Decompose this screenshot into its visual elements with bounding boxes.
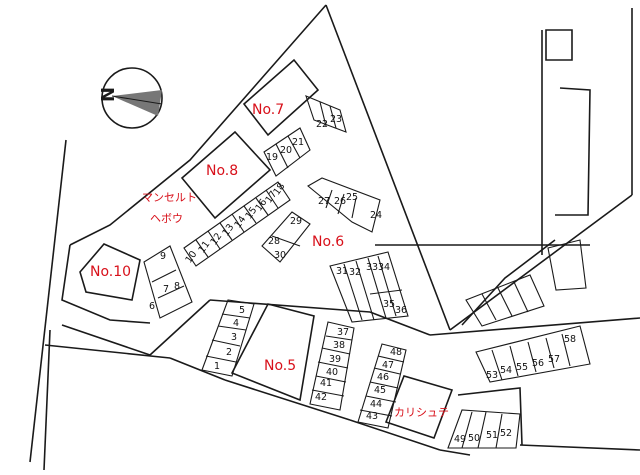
stall-19: 19 xyxy=(266,152,278,163)
stall-24: 24 xyxy=(370,210,382,221)
stall-47: 47 xyxy=(382,360,394,371)
stall-46: 46 xyxy=(377,372,389,383)
stall-48: 48 xyxy=(390,347,402,358)
building-karishute xyxy=(384,375,454,440)
compass-letter: N xyxy=(96,87,117,102)
stall-45: 45 xyxy=(374,385,386,396)
stall-40: 40 xyxy=(326,367,338,378)
stall-3: 3 xyxy=(231,332,237,343)
stall-6: 6 xyxy=(149,301,155,312)
stall-37: 37 xyxy=(337,327,349,338)
north-arrow-icon xyxy=(112,90,162,116)
stall-20: 20 xyxy=(280,145,292,156)
stall-56: 56 xyxy=(532,358,544,369)
building-no10 xyxy=(79,243,141,301)
stall-57: 57 xyxy=(548,354,560,365)
stall-51: 51 xyxy=(486,430,498,441)
label-karishute: カリシュテ xyxy=(394,406,449,419)
stall-numbers: 1 2 3 4 5 6 7 8 9 10 11 12 13 14 15 16 1… xyxy=(149,114,576,445)
stall-52: 52 xyxy=(500,428,512,439)
stall-31: 31 xyxy=(336,266,348,277)
stall-32: 32 xyxy=(349,267,361,278)
stall-41: 41 xyxy=(320,378,332,389)
compass: N xyxy=(96,67,163,129)
stall-4: 4 xyxy=(233,318,239,329)
stall-21: 21 xyxy=(292,137,304,148)
stall-50: 50 xyxy=(468,433,480,444)
stall-55: 55 xyxy=(516,362,528,373)
stall-54: 54 xyxy=(500,365,512,376)
label-maison-line1: マンセルト xyxy=(142,191,197,204)
label-no8: No.8 xyxy=(206,163,238,179)
building-no8 xyxy=(180,130,272,220)
stall-35: 35 xyxy=(383,299,395,310)
stall-1: 1 xyxy=(214,361,220,372)
stall-26: 26 xyxy=(334,196,346,207)
stall-33: 33 xyxy=(366,262,378,273)
stall-7: 7 xyxy=(163,284,169,295)
label-no7: No.7 xyxy=(252,102,284,118)
label-no6: No.6 xyxy=(312,234,344,250)
label-no10: No.10 xyxy=(90,264,131,280)
stall-49: 49 xyxy=(454,434,466,445)
stall-23: 23 xyxy=(330,114,342,125)
stall-5: 5 xyxy=(239,305,245,316)
stall-8: 8 xyxy=(174,281,180,292)
building-labels: No.7 No.8 No.6 No.5 No.10 マンセルト ヘボウ カリシュ… xyxy=(90,102,449,419)
stall-25: 25 xyxy=(346,192,358,203)
stall-2: 2 xyxy=(226,347,232,358)
stall-9: 9 xyxy=(160,251,166,262)
stall-36: 36 xyxy=(395,305,407,316)
stall-27: 27 xyxy=(318,196,330,207)
label-maison-line2: ヘボウ xyxy=(150,212,183,225)
building-no7 xyxy=(242,58,320,137)
stall-28: 28 xyxy=(268,236,280,247)
stall-29: 29 xyxy=(290,216,302,227)
stall-30: 30 xyxy=(274,250,286,261)
stall-42: 42 xyxy=(315,392,327,403)
road-outlines xyxy=(29,4,640,471)
stall-39: 39 xyxy=(329,354,341,365)
label-no5: No.5 xyxy=(264,358,296,374)
building-no5 xyxy=(230,303,315,402)
stall-38: 38 xyxy=(333,340,345,351)
stall-43: 43 xyxy=(366,411,378,422)
stall-53: 53 xyxy=(486,370,498,381)
stall-58: 58 xyxy=(564,334,576,345)
stall-44: 44 xyxy=(370,399,382,410)
stall-34: 34 xyxy=(378,262,390,273)
building-top-right xyxy=(545,29,573,61)
stall-22: 22 xyxy=(316,119,328,130)
